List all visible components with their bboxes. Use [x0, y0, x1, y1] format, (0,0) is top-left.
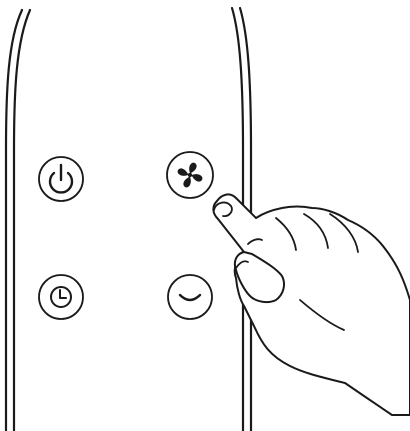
power-button[interactable] [39, 157, 83, 201]
timer-button[interactable] [39, 275, 83, 319]
device-left-edge [6, 10, 30, 431]
sleep-button[interactable] [168, 275, 212, 319]
fan-button[interactable] [167, 152, 213, 198]
